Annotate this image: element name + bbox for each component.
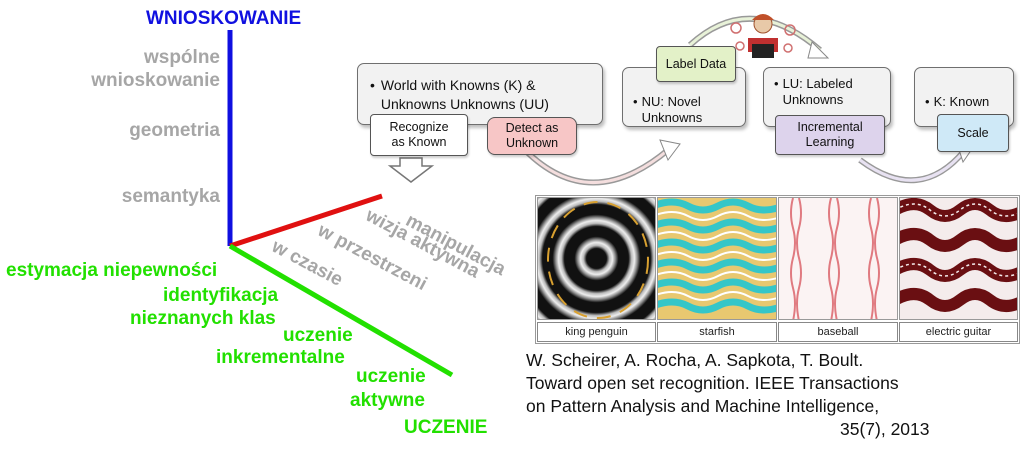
- learning-label-identyfikacja: identyfikacja: [163, 285, 279, 306]
- caption-king-penguin: king penguin: [537, 322, 656, 342]
- label-data-box: Label Data: [656, 46, 736, 82]
- starfish-image: [657, 197, 777, 320]
- vertical-label-wspolne: wspólne: [143, 47, 220, 68]
- k-bullet: •: [925, 94, 930, 109]
- recognize-line2: as Known: [391, 135, 447, 149]
- learning-label-aktywne: aktywne: [350, 390, 425, 411]
- learning-axis-title: UCZENIE: [404, 417, 488, 438]
- scale-box: Scale: [937, 114, 1009, 152]
- detect-line2: Unknown: [505, 136, 559, 150]
- learning-label-estymacja: estymacja niepewności: [6, 260, 218, 281]
- world-box-line1: World with Knowns (K) &: [380, 77, 536, 93]
- nu-line1: NU: Novel: [641, 94, 701, 109]
- lu-line2: Unknowns: [782, 92, 844, 107]
- detect-line1: Detect as: [505, 121, 559, 135]
- vertical-label-semantyka: semantyka: [121, 186, 220, 207]
- learning-axis-line: [228, 243, 454, 378]
- learning-label-inkrementalne: inkrementalne: [216, 347, 345, 368]
- vertical-label-geometria: geometria: [129, 120, 220, 141]
- baseball-image: [778, 197, 898, 320]
- caption-starfish: starfish: [657, 322, 777, 342]
- incremental-learning-box: Incremental Learning: [775, 115, 885, 155]
- world-box-line2: Unknowns Unknowns (UU): [380, 96, 549, 112]
- caption-baseball: baseball: [778, 322, 898, 342]
- incremental-line1: Incremental: [797, 120, 863, 134]
- king-penguin-image: [537, 197, 656, 320]
- lu-bullet: •: [774, 76, 779, 91]
- citation-line-1: W. Scheirer, A. Rocha, A. Sapkota, T. Bo…: [526, 350, 864, 370]
- arrow-recognize-down: [387, 157, 435, 183]
- axes-diagram: [227, 30, 454, 378]
- recognize-as-known-box: Recognize as Known: [370, 114, 468, 156]
- annotator-person-icon: [730, 14, 796, 58]
- nu-line2: Unknowns: [641, 110, 703, 125]
- recognize-line1: Recognize: [389, 120, 449, 134]
- vertical-axis-title: WNIOSKOWANIE: [146, 8, 302, 29]
- k-line1: K: Known: [933, 94, 990, 109]
- citation-line-2: Toward open set recognition. IEEE Transa…: [526, 373, 899, 393]
- lu-line1: LU: Labeled: [782, 76, 853, 91]
- vertical-label-wnioskowanie: wnioskowanie: [91, 70, 220, 91]
- learning-label-nieznanych-klas: nieznanych klas: [130, 308, 276, 329]
- citation-line-4: 35(7), 2013: [840, 419, 930, 439]
- detect-as-unknown-box: Detect as Unknown: [487, 117, 577, 155]
- electric-guitar-image: [899, 197, 1018, 320]
- incremental-line2: Learning: [805, 135, 855, 149]
- caption-electric-guitar: electric guitar: [899, 322, 1018, 342]
- learning-label-uczenie-1: uczenie: [283, 325, 353, 346]
- citation-line-3: on Pattern Analysis and Machine Intellig…: [526, 396, 880, 416]
- nu-bullet: •: [633, 94, 638, 109]
- diagonal-axis-line: [229, 193, 383, 249]
- learning-label-uczenie-2: uczenie: [356, 366, 426, 387]
- world-box-bullet: •: [370, 77, 375, 93]
